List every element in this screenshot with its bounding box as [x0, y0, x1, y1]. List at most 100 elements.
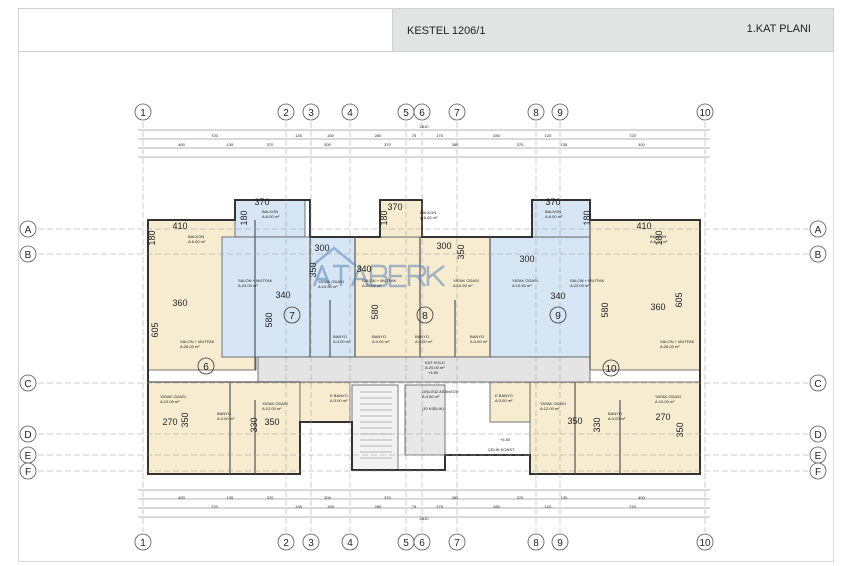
room-name: BANYO	[333, 334, 347, 339]
dimension-text: 135	[295, 133, 302, 138]
grid-bubble	[19, 245, 37, 263]
watermark-letter	[388, 264, 406, 288]
dimension-text: 280	[493, 133, 500, 138]
axis-label-column: 6	[419, 538, 425, 549]
room-area	[404, 384, 446, 456]
unit-number-circle	[197, 357, 215, 375]
axis-label-column: 1	[140, 538, 146, 549]
room-area-label: A:4.00 m²	[217, 416, 235, 421]
dimension-text: 280	[493, 504, 500, 509]
room-area	[489, 381, 531, 423]
dimension-text: 720	[211, 504, 218, 509]
axis-label-row: C	[814, 379, 821, 390]
room-dimension: 180	[654, 230, 664, 245]
room-dimension: 350	[456, 244, 466, 259]
room-name: BALKON	[262, 209, 278, 214]
room-area-label: A:6.00 m²	[188, 239, 206, 244]
grid-bubble	[551, 533, 569, 551]
dimension-text: 120	[545, 133, 552, 138]
room-dimension: 410	[636, 221, 651, 231]
axis-label-column: 3	[308, 108, 314, 119]
room-name: YATAK ODASI	[262, 401, 288, 406]
room-dimension: 580	[370, 304, 380, 319]
dimension-text: 150	[327, 504, 334, 509]
room-area-label: A:10.50 m²	[318, 284, 338, 289]
room-dimension: 350	[180, 412, 190, 427]
project-name: KESTEL 1206/1	[407, 25, 486, 37]
dimension-text: 370	[384, 495, 391, 500]
dimension-text: 175	[436, 133, 443, 138]
axis-label-column: 5	[403, 538, 409, 549]
room-name: SALON + MUTFAK	[570, 278, 605, 283]
grid-bubble	[809, 425, 827, 443]
room-name: DIŞLISIZ ASANSÖR	[422, 389, 459, 394]
room-area-label: A:4.00 m²	[372, 339, 390, 344]
axis-label-column: 8	[533, 108, 539, 119]
dimension-text: 150	[327, 133, 334, 138]
title-block: KESTEL 1206/1 1.KAT PLANI	[392, 8, 834, 52]
grid-bubble	[696, 533, 714, 551]
room-dimension: 180	[582, 210, 592, 225]
room-dimension: 270	[655, 412, 670, 422]
axis-label-row: C	[24, 379, 31, 390]
grid-bubble	[19, 374, 37, 392]
axis-label-column: 6	[419, 108, 425, 119]
unit-number: 7	[289, 311, 295, 322]
axis-label-column: 8	[533, 538, 539, 549]
grid-bubble	[809, 374, 827, 392]
dimension-text: 300	[324, 142, 331, 147]
dimension-overall: 2810	[420, 124, 430, 129]
room-dimension: 360	[650, 302, 665, 312]
room-name: YATAK ODASI	[318, 279, 344, 284]
unit-number-circle	[416, 306, 434, 324]
room-dimension: 580	[600, 302, 610, 317]
room-name: E.BANYO	[330, 393, 348, 398]
dimension-text: 75	[412, 504, 417, 509]
room-name: YATAK ODASI	[453, 278, 479, 283]
elevator-capacity: (10 KİŞİLİK)	[422, 406, 444, 411]
unit-number: 10	[605, 364, 617, 375]
axis-label-row: A	[815, 225, 822, 236]
axis-label-row: A	[25, 225, 32, 236]
dimension-text: 720	[629, 504, 636, 509]
axis-label-row: D	[814, 430, 821, 441]
room-dimension: 340	[550, 291, 565, 301]
grid-bubble	[134, 103, 152, 121]
grid-bubble	[809, 245, 827, 263]
room-area	[257, 356, 591, 383]
axis-label-column: 2	[283, 108, 289, 119]
room-name: KAT HOLÜ	[425, 360, 445, 365]
dimension-text: 400	[638, 495, 645, 500]
room-area-label: A:4.00 m²	[415, 339, 433, 344]
room-dimension: 605	[674, 292, 684, 307]
grid-bubble	[19, 425, 37, 443]
axis-label-row: B	[815, 250, 822, 261]
axis-label-column: 5	[403, 108, 409, 119]
room-name: BALKON	[420, 210, 436, 215]
watermark-house-icon	[311, 246, 357, 267]
dimension-text: 75	[412, 133, 417, 138]
dimension-text: 370	[267, 142, 274, 147]
level-mark: +4.50	[500, 437, 511, 442]
dimension-text: 120	[545, 504, 552, 509]
room-area-label: A:6.00 m²	[262, 214, 280, 219]
unit-number-circle	[549, 306, 567, 324]
dimension-text: 370	[267, 495, 274, 500]
grid-bubble	[19, 462, 37, 480]
dimension-text: 280	[375, 133, 382, 138]
room-name: BANYO	[372, 334, 386, 339]
axis-label-column: 7	[454, 538, 460, 549]
room-area-label: A:23.00 m²	[362, 283, 382, 288]
dimension-text: 135	[227, 495, 234, 500]
grid-bubble	[302, 103, 320, 121]
room-area-label: A:10.00 m²	[655, 399, 675, 404]
steel-note: ÇELİK KONST.	[488, 447, 515, 452]
dimension-text: 400	[178, 495, 185, 500]
axis-label-row: E	[815, 451, 822, 462]
grid-bubble	[341, 103, 359, 121]
watermark-letter	[426, 265, 445, 287]
axis-label-column: 9	[557, 108, 563, 119]
room-name: BANYO	[608, 411, 622, 416]
room-area-label: A:4.00 m²	[608, 416, 626, 421]
